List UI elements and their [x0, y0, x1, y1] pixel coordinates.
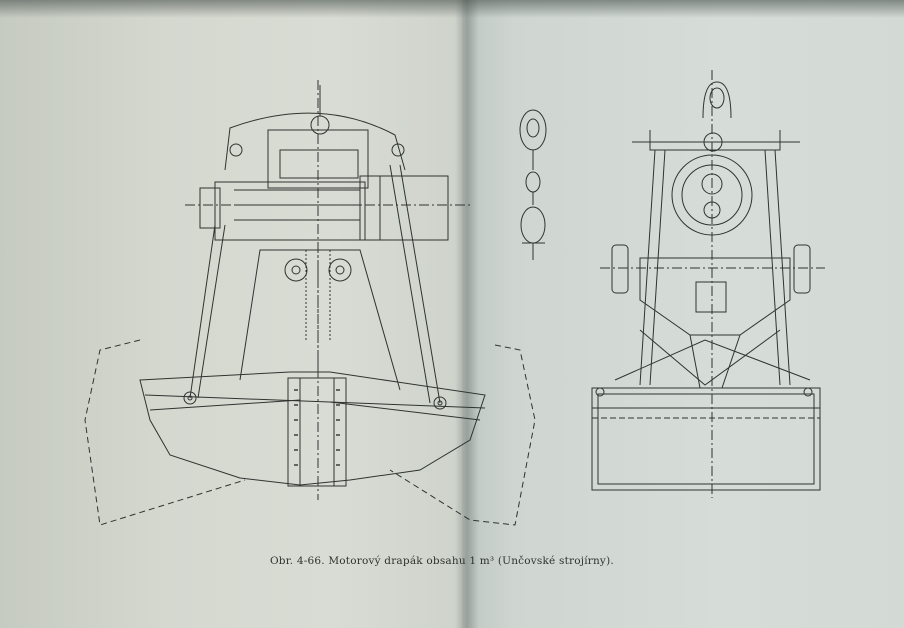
page-shadow [0, 0, 904, 18]
right-page [462, 0, 904, 628]
grab-front-view-icon [84, 80, 536, 526]
grab-side-view-icon [591, 70, 825, 498]
chain-link-icon [519, 109, 547, 260]
left-page [0, 0, 474, 628]
book-gutter [455, 0, 479, 628]
figure-caption: Obr. 4-66. Motorový drapák obsahu 1 m³ (… [270, 555, 614, 567]
